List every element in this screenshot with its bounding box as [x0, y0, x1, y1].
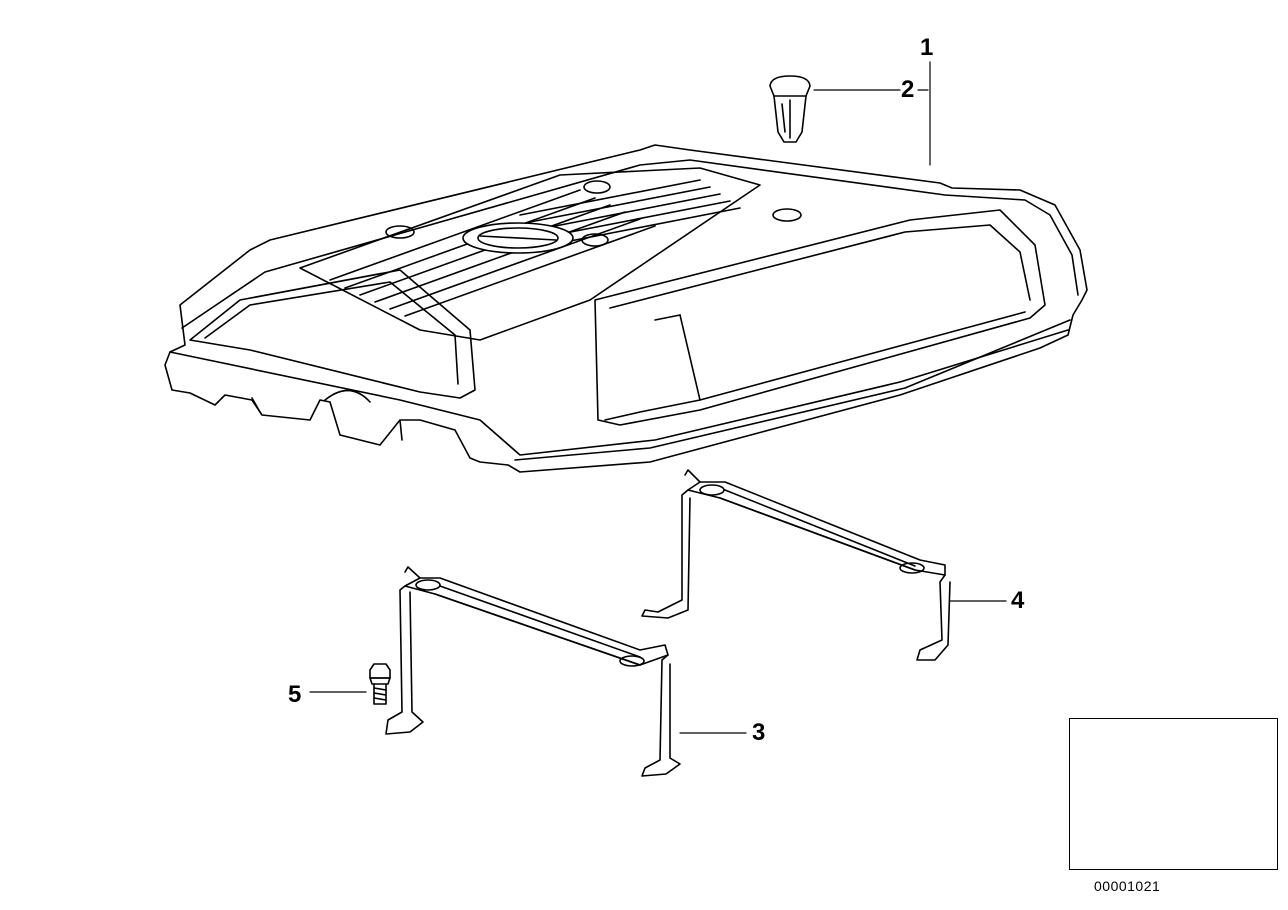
callout-4[interactable]: 4: [1011, 587, 1025, 614]
leader-lines: [309, 61, 1007, 734]
engine-cover-part[interactable]: [164, 144, 1088, 473]
vehicle-location-inset-frame: [1069, 718, 1278, 870]
bolt-part[interactable]: [369, 663, 391, 705]
callout-1[interactable]: 1: [920, 34, 934, 61]
bracket-upper-part[interactable]: [641, 469, 951, 661]
bracket-lower-part[interactable]: [385, 566, 681, 777]
callout-2[interactable]: 2: [901, 76, 915, 103]
diagram-number: 00001021: [1094, 878, 1161, 894]
push-clip-part[interactable]: [769, 75, 811, 143]
callout-5[interactable]: 5: [288, 681, 302, 708]
callout-3[interactable]: 3: [752, 719, 766, 746]
